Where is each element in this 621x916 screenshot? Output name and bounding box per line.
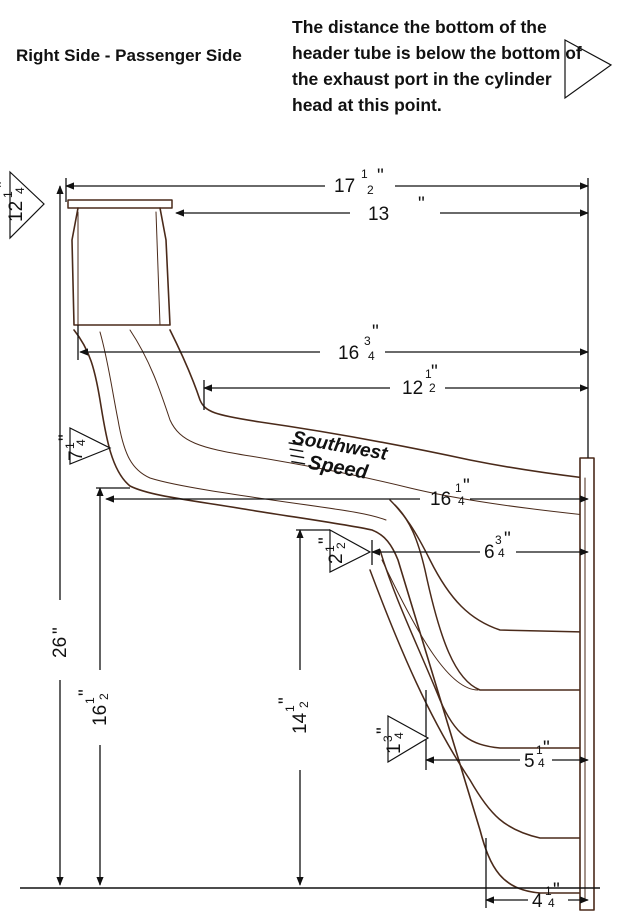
port-drop-3-num: 1 <box>323 545 337 552</box>
dim-lower-tube-width-num: 1 <box>536 743 543 757</box>
dim-height-mid: 14 <box>290 712 311 734</box>
dim-collector-width-num: 1 <box>455 481 462 495</box>
dim-bend-width-num: 1 <box>425 367 432 381</box>
port-drop-triangle-icon <box>387 714 430 764</box>
speed-lines-icon <box>288 442 306 465</box>
port-drop-callouts <box>9 170 430 764</box>
tube-outer <box>73 329 586 894</box>
dim-bend-width: 12 <box>402 378 423 399</box>
legend-triangle-icon <box>564 38 613 100</box>
tube-run-1 <box>389 499 586 633</box>
diagram-title: Right Side - Passenger Side <box>16 46 242 65</box>
dim-collector-width-mark: " <box>463 476 470 497</box>
port-drop-4: 1 <box>384 743 405 754</box>
dim-height-left: 16 <box>90 705 111 726</box>
dim-mid-width-num: 3 <box>364 334 371 348</box>
dim-collector-width-den: 4 <box>458 494 465 508</box>
dim-lower-tube-width: 5 <box>524 751 535 772</box>
dim-flange-to-collector-mark: " <box>418 194 425 215</box>
dimension-lines <box>20 178 600 908</box>
dim-overall-height: 26 <box>50 637 71 658</box>
upper-tube-block <box>71 207 171 326</box>
port-drop-2-mark: " <box>56 434 77 441</box>
dim-flange-to-collector: 13 <box>368 204 389 225</box>
dim-height-left-num: 1 <box>83 697 97 704</box>
dim-mid-width-den: 4 <box>368 349 375 363</box>
dim-lower-tube-width-mark: " <box>543 738 550 759</box>
dimension-labels: 17 1 2 " 13 " 16 3 4 " 12 1 2 " 16 1 4 "… <box>50 166 560 912</box>
port-drop-1-den: 4 <box>13 187 27 194</box>
dim-lower-bend-width-num: 3 <box>495 533 502 547</box>
dim-bottom-width-mark: " <box>553 880 560 901</box>
tube-inner-2 <box>129 329 586 516</box>
port-drop-4-mark: " <box>374 727 395 734</box>
tube-run-inner <box>381 559 479 691</box>
dim-bottom-width-den: 4 <box>548 896 555 910</box>
dim-height-left-den: 2 <box>97 693 111 700</box>
dim-overall-width-num: 1 <box>361 167 368 181</box>
dim-height-mid-mark: " <box>276 697 297 704</box>
tube-run-3 <box>379 549 586 749</box>
dim-bend-width-mark: " <box>431 362 438 383</box>
port-drop-3: 2 <box>326 553 347 564</box>
dim-overall-width-mark: " <box>377 166 384 187</box>
dim-bottom-width-num: 1 <box>545 884 552 898</box>
port-drop-2-den: 4 <box>74 439 88 446</box>
dim-overall-height-mark: " <box>50 627 71 634</box>
dim-collector-width: 16 <box>430 489 451 510</box>
dim-bottom-width: 4 <box>532 891 543 912</box>
dim-mid-width: 16 <box>338 343 359 364</box>
dim-lower-bend-width-den: 4 <box>498 546 505 560</box>
tube-run-4 <box>369 569 586 839</box>
port-drop-4-den: 4 <box>392 732 406 739</box>
port-drop-triangle-icon <box>9 170 45 240</box>
dim-lower-bend-width-mark: " <box>504 529 511 550</box>
port-drop-2: 7 <box>66 450 87 461</box>
port-drop-note: The distance the bottom of the header tu… <box>292 17 582 115</box>
port-drop-triangle-icon <box>69 427 112 465</box>
cylinder-head-flange <box>67 199 173 209</box>
collector-flange <box>579 457 595 911</box>
dim-lower-bend-width: 6 <box>484 542 495 563</box>
brand-logo: Southwest Speed <box>288 428 390 484</box>
dim-overall-width: 17 <box>334 176 355 197</box>
tube-inner-1 <box>99 331 387 521</box>
tube-top-run <box>169 329 586 479</box>
tube-run-2 <box>394 504 586 691</box>
port-drop-1-num: 1 <box>1 191 15 198</box>
port-drop-triangle-icon <box>329 528 372 573</box>
port-drop-3-mark: " <box>316 537 337 544</box>
dim-mid-width-mark: " <box>372 322 379 343</box>
port-drop-1: 12 <box>6 201 27 222</box>
dim-bend-width-den: 2 <box>429 381 436 395</box>
port-drop-labels: 12 1 4 " 7 1 4 " 2 1 2 " 1 3 4 " <box>0 181 406 754</box>
upper-tube-inner <box>77 211 161 326</box>
port-drop-2-num: 1 <box>63 442 77 449</box>
dim-height-left-mark: " <box>76 689 97 696</box>
port-drop-1-mark: " <box>0 181 15 188</box>
port-drop-4-num: 3 <box>381 735 395 742</box>
dim-overall-width-den: 2 <box>367 183 374 197</box>
header-tubes <box>67 199 595 911</box>
port-drop-3-den: 2 <box>334 542 348 549</box>
dim-lower-tube-width-den: 4 <box>538 756 545 770</box>
dim-height-mid-num: 1 <box>283 705 297 712</box>
dim-height-mid-den: 2 <box>297 701 311 708</box>
